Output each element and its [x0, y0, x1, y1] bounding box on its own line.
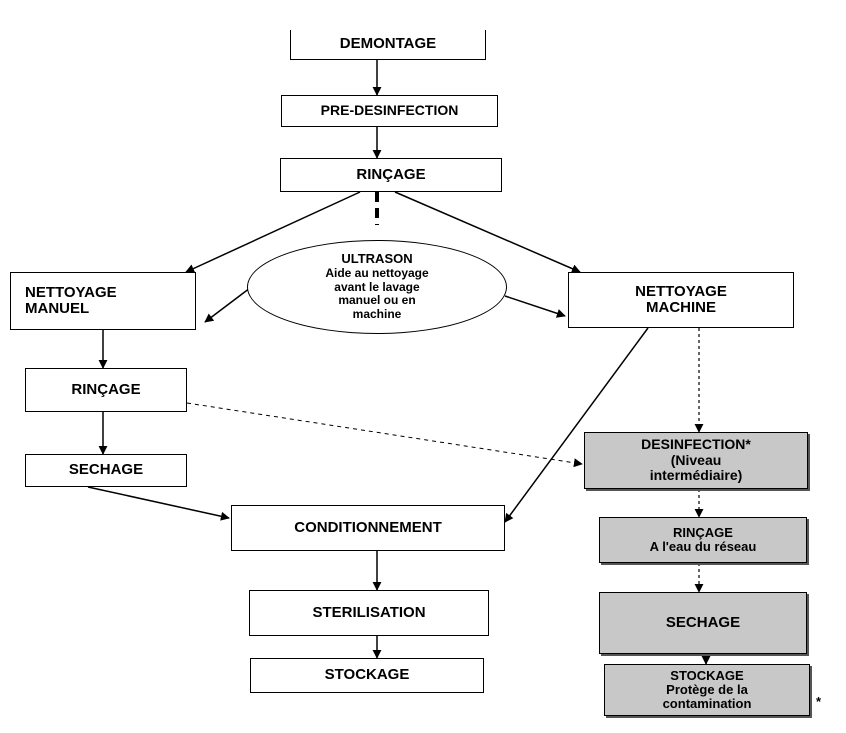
step-nettoyage-machine: NETTOYAGE MACHINE [568, 272, 794, 328]
step-nettoyage-manuel-line2: MANUEL [25, 300, 90, 317]
arrow-rincage-to-nettoyage-manuel [185, 191, 361, 273]
step-desinfection: DESINFECTION* (Niveau intermédiaire) [584, 432, 808, 489]
step-stockage-right: STOCKAGE Protège de la contamination [604, 664, 810, 716]
step-ultrason: ULTRASON Aide au nettoyage avant le lava… [247, 240, 507, 334]
step-pre-desinfection: PRE-DESINFECTION [281, 95, 498, 127]
step-desinfection-line3: intermédiaire) [649, 467, 743, 484]
step-rincage-left-label: RINÇAGE [71, 380, 141, 398]
arrow-ultrason-to-nettoyage-manuel [204, 287, 251, 323]
step-rincage-right: RINÇAGE A l'eau du réseau [599, 517, 807, 563]
ultrason-line2: avant le lavage [334, 279, 420, 294]
arrow-machine-to-conditionnement [504, 327, 649, 523]
step-stockage-right-line1: STOCKAGE [670, 667, 744, 683]
step-stockage-right-line2: Protège de la [666, 681, 748, 697]
dotted-rincage-to-desinfection [186, 402, 583, 468]
step-stockage-right-line3: contamination [662, 696, 752, 712]
step-pre-desinfection-label: PRE-DESINFECTION [320, 102, 459, 119]
step-conditionnement-label: CONDITIONNEMENT [294, 518, 442, 536]
step-sechage-left-label: SECHAGE [68, 461, 144, 479]
ultrason-line4: machine [352, 307, 402, 322]
step-sterilisation: STERILISATION [249, 590, 489, 636]
step-rincage-right-line1: RINÇAGE [673, 524, 733, 540]
ultrason-line3: manuel ou en [338, 293, 416, 308]
step-stockage-left-label: STOCKAGE [324, 666, 410, 684]
footnote-marker: * [816, 694, 822, 709]
ultrason-title: ULTRASON [341, 250, 413, 266]
arrow-rincage-to-nettoyage-machine [394, 191, 581, 273]
step-stockage-left: STOCKAGE [250, 658, 484, 693]
step-sechage-left: SECHAGE [25, 454, 187, 487]
step-sterilisation-label: STERILISATION [312, 603, 426, 621]
step-desinfection-line1: DESINFECTION* [641, 436, 751, 453]
step-demontage-label: DEMONTAGE [339, 35, 437, 53]
step-demontage: DEMONTAGE [290, 30, 486, 60]
step-nettoyage-manuel: NETTOYAGE MANUEL [10, 272, 196, 330]
step-nettoyage-manuel-line1: NETTOYAGE [25, 283, 117, 301]
arrow-sechage-to-conditionnement [87, 486, 230, 521]
step-sechage-right: SECHAGE [599, 592, 807, 654]
step-nettoyage-machine-line1: NETTOYAGE [635, 282, 727, 300]
arrow-ultrason-to-nettoyage-machine [504, 295, 566, 318]
step-rincage-top: RINÇAGE [280, 158, 502, 192]
step-conditionnement: CONDITIONNEMENT [231, 505, 505, 551]
step-rincage-right-line2: A l'eau du réseau [649, 539, 757, 554]
step-desinfection-line2: (Niveau [670, 451, 722, 468]
ultrason-line1: Aide au nettoyage [325, 265, 429, 280]
step-nettoyage-machine-line2: MACHINE [646, 299, 716, 316]
step-rincage-top-label: RINÇAGE [356, 165, 426, 183]
step-rincage-left: RINÇAGE [25, 368, 187, 412]
step-sechage-right-label: SECHAGE [665, 613, 741, 631]
